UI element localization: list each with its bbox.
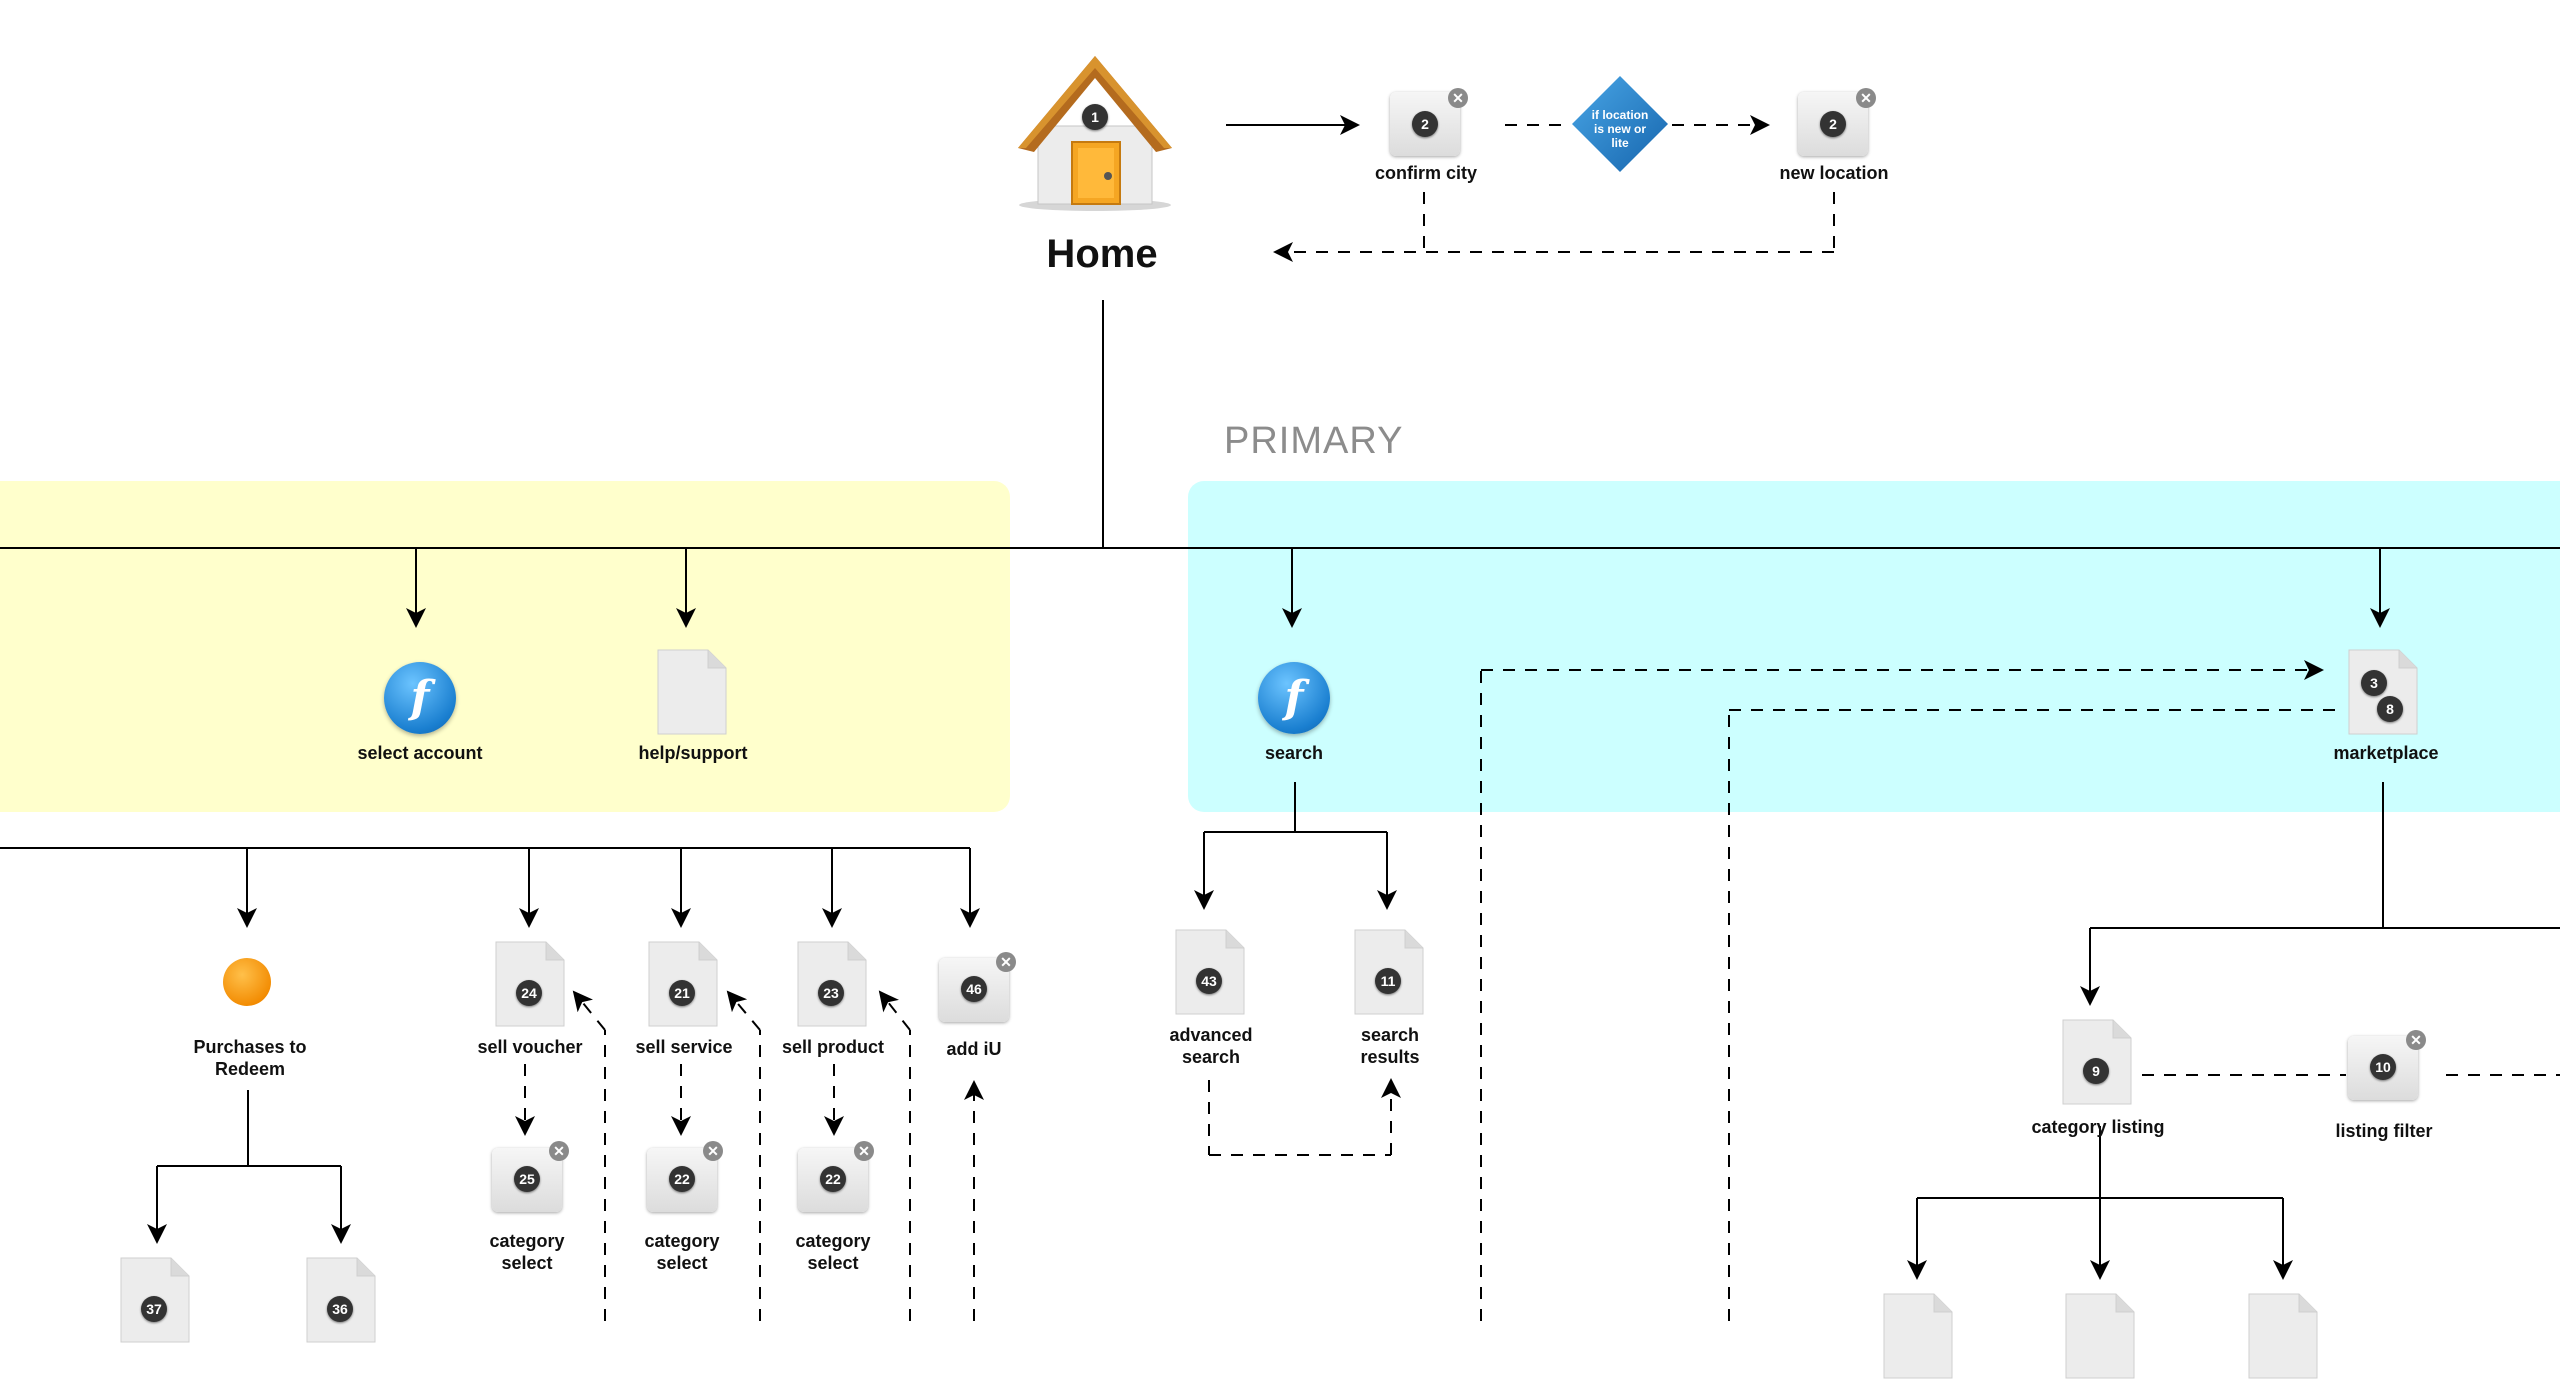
document-icon[interactable]: 43 xyxy=(1174,928,1246,1016)
search-results-label: search results xyxy=(1360,1025,1420,1067)
document-icon[interactable]: 9 xyxy=(2061,1018,2133,1106)
document-icon[interactable] xyxy=(2247,1292,2319,1380)
sell-service-label: sell service xyxy=(635,1037,733,1057)
close-icon[interactable]: ✕ xyxy=(2406,1030,2426,1050)
category-select-label: category select xyxy=(489,1231,565,1273)
category-select-badge: 25 xyxy=(514,1166,540,1192)
doc-36-badge: 36 xyxy=(327,1296,353,1322)
document-icon[interactable]: 37 xyxy=(119,1256,191,1344)
new-location-label: new location xyxy=(1779,163,1889,183)
category-select-node[interactable]: 25 xyxy=(492,1148,562,1212)
document-icon[interactable]: 21 xyxy=(647,940,719,1028)
function-icon[interactable]: f xyxy=(384,662,456,734)
category-select-badge: 22 xyxy=(669,1166,695,1192)
category-listing-badge: 9 xyxy=(2083,1058,2109,1084)
close-icon[interactable]: ✕ xyxy=(1856,88,1876,108)
document-icon[interactable] xyxy=(2064,1292,2136,1380)
listing-filter-badge: 10 xyxy=(2370,1054,2396,1080)
close-icon[interactable]: ✕ xyxy=(703,1141,723,1161)
marketplace-label: marketplace xyxy=(2333,743,2439,763)
doc-37-badge: 37 xyxy=(141,1296,167,1322)
primary-section-region xyxy=(1188,481,2560,812)
home-node[interactable]: 1 xyxy=(1014,52,1176,212)
yellow-section-region xyxy=(0,481,1010,812)
orange-circle-icon[interactable] xyxy=(223,958,271,1006)
confirm-city-label: confirm city xyxy=(1374,163,1478,183)
close-icon[interactable]: ✕ xyxy=(549,1141,569,1161)
connector-lines xyxy=(0,115,2560,1321)
sitemap-diagram: PRIMARY xyxy=(0,52,2560,1379)
add-iu-label: add iU xyxy=(946,1039,1002,1059)
sell-voucher-badge: 24 xyxy=(516,980,542,1006)
document-icon[interactable] xyxy=(1882,1292,1954,1380)
sell-service-badge: 21 xyxy=(669,980,695,1006)
section-label-primary: PRIMARY xyxy=(1224,420,1404,462)
category-select-node[interactable]: 22 xyxy=(647,1148,717,1212)
category-select-node[interactable]: 22 xyxy=(798,1148,868,1212)
search-results-badge: 11 xyxy=(1375,968,1401,994)
listing-filter-node[interactable]: 10 xyxy=(2348,1036,2418,1100)
sell-product-badge: 23 xyxy=(818,980,844,1006)
close-icon[interactable]: ✕ xyxy=(1448,88,1468,108)
document-icon[interactable]: 23 xyxy=(796,940,868,1028)
sell-voucher-label: sell voucher xyxy=(477,1037,583,1057)
confirm-city-badge: 2 xyxy=(1412,111,1438,137)
listing-filter-label: listing filter xyxy=(2335,1121,2433,1141)
advanced-search-label: advanced search xyxy=(1169,1025,1253,1067)
decision-text: if location is new or lite xyxy=(1591,108,1649,150)
function-icon[interactable]: f xyxy=(1258,662,1330,734)
select-account-label: select account xyxy=(357,743,483,763)
document-icon[interactable]: 36 xyxy=(305,1256,377,1344)
document-icon[interactable]: 3 8 xyxy=(2347,648,2419,736)
document-icon[interactable]: 11 xyxy=(1353,928,1425,1016)
category-select-label: category select xyxy=(795,1231,871,1273)
decision-diamond-icon xyxy=(1570,74,1670,174)
document-icon[interactable]: 24 xyxy=(494,940,566,1028)
marketplace-badge-a: 3 xyxy=(2361,670,2387,696)
home-badge: 1 xyxy=(1082,104,1108,130)
category-select-badge: 22 xyxy=(820,1166,846,1192)
add-iu-node[interactable]: 46 xyxy=(939,958,1009,1022)
house-icon xyxy=(1018,56,1172,211)
close-icon[interactable]: ✕ xyxy=(854,1141,874,1161)
advanced-search-badge: 43 xyxy=(1196,968,1222,994)
new-location-badge: 2 xyxy=(1820,111,1846,137)
purchases-label: Purchases to Redeem xyxy=(193,1037,307,1079)
help-support-label: help/support xyxy=(638,743,748,763)
marketplace-badge-b: 8 xyxy=(2377,696,2403,722)
search-label: search xyxy=(1264,743,1324,763)
add-iu-badge: 46 xyxy=(961,976,987,1002)
document-icon[interactable] xyxy=(656,648,728,736)
close-icon[interactable]: ✕ xyxy=(996,952,1016,972)
category-select-label: category select xyxy=(644,1231,720,1273)
sell-product-label: sell product xyxy=(781,1037,885,1057)
category-listing-label: category listing xyxy=(2031,1117,2165,1137)
home-label: Home xyxy=(1046,232,1158,276)
